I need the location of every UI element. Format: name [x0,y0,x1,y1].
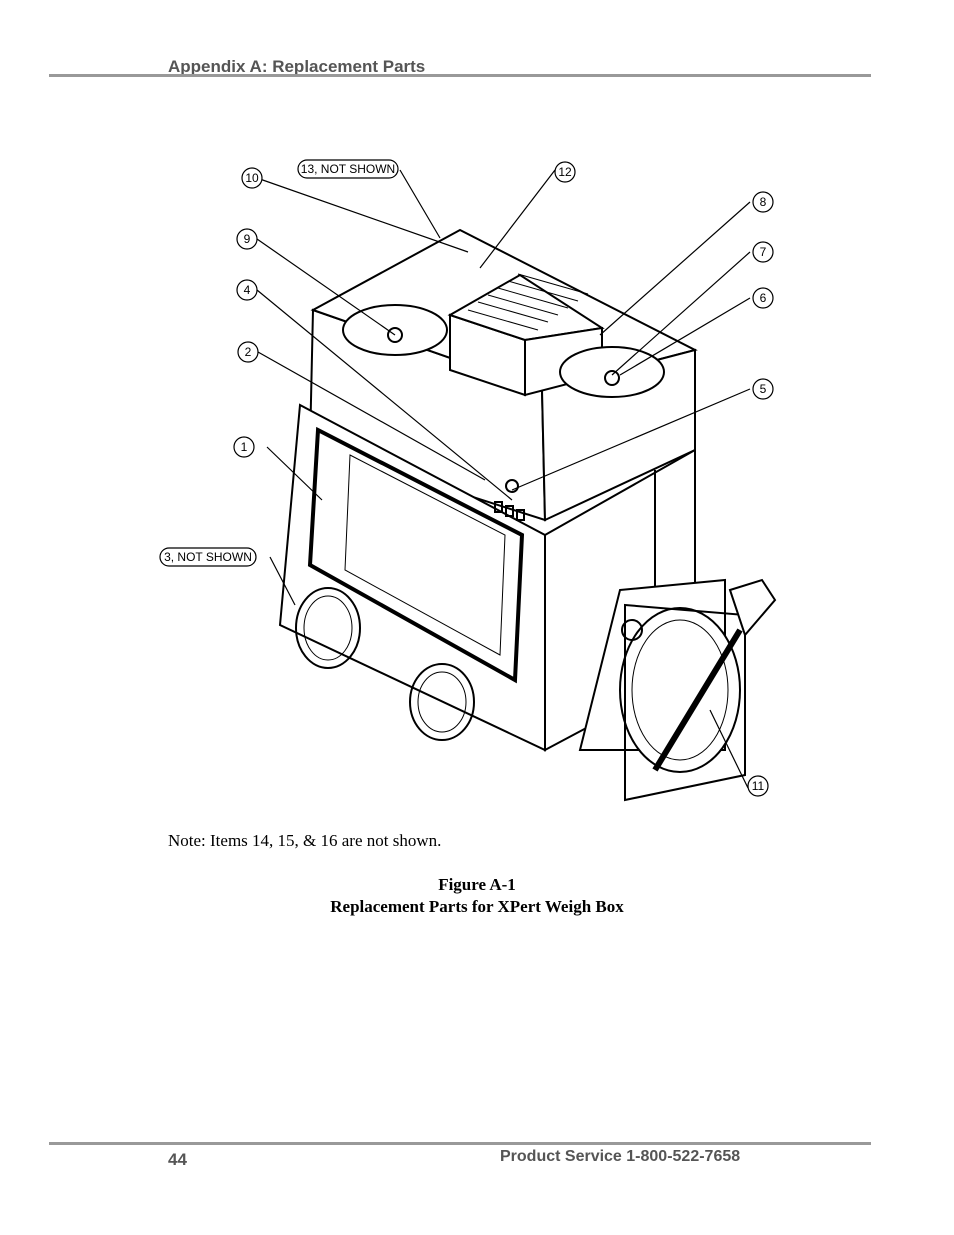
svg-text:7: 7 [760,245,767,259]
switch-1 [494,501,503,513]
svg-text:2: 2 [245,345,252,359]
svg-text:5: 5 [760,382,767,396]
callout-3 [159,547,257,567]
airlock-frame [624,603,746,802]
figure-note: Note: Items 14, 15, & 16 are not shown. [168,831,442,850]
figure-caption: Figure A-1 Replacement Parts for XPert W… [0,874,954,918]
window-inner [344,454,506,656]
footer-rule [49,1142,871,1145]
switch-2 [505,505,514,517]
svg-text:11: 11 [752,779,765,793]
callout-13 [297,159,399,179]
filter-disc-left [342,304,448,356]
callout-9 [236,228,258,250]
window-frame [307,426,525,684]
figure-title: Replacement Parts for XPert Weigh Box [330,897,624,916]
svg-text:13, NOT SHOWN: 13, NOT SHOWN [301,162,395,176]
callout-5 [752,378,774,400]
callout-1 [233,436,255,458]
page-number: 44 [168,1150,187,1169]
svg-text:1: 1 [241,440,248,454]
svg-text:3, NOT SHOWN: 3, NOT SHOWN [164,550,252,564]
callout-12 [554,161,576,183]
svg-text:9: 9 [244,232,251,246]
weigh-box-diagram: 1 2 3, NOT SHOWN 4 5 6 7 8 9 10 11 12 13… [159,159,777,802]
switch-3 [516,509,525,521]
svg-text:4: 4 [244,283,251,297]
airlock-handle-grip [728,578,777,637]
callout-7 [752,241,774,263]
svg-text:10: 10 [245,171,259,185]
figure-number: Figure A-1 [438,875,516,894]
svg-text:6: 6 [760,291,767,305]
callout-11 [747,775,769,797]
control-knob [505,479,519,493]
callout-8 [752,191,774,213]
callout-2 [237,341,259,363]
callout-6 [752,287,774,309]
callout-4 [236,279,258,301]
svg-text:12: 12 [558,165,572,179]
running-header: Appendix A: Replacement Parts [168,57,426,76]
header-rule [49,74,871,77]
product-service-phone: Product Service 1-800-522-7658 [500,1148,741,1165]
svg-text:8: 8 [760,195,767,209]
glove-port-left [295,587,361,669]
callout-10 [241,167,263,189]
airlock-door [619,607,741,773]
airlock-handle-bar [652,628,743,772]
glove-port-right [409,663,475,741]
